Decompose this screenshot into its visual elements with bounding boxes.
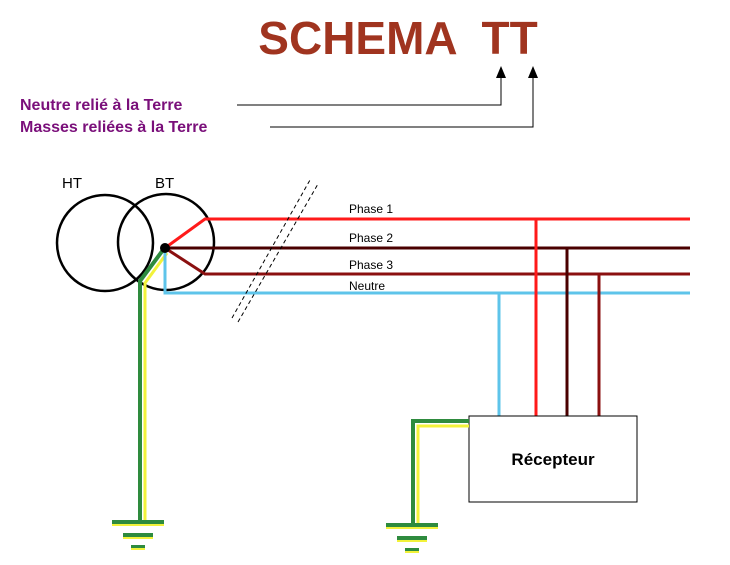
label-neutral: Neutre (349, 279, 385, 293)
earth-symbol-receiver (386, 523, 438, 553)
earth-symbol-source (112, 520, 164, 550)
legend-masses-earthed: Masses reliées à la Terre (20, 119, 207, 136)
phase-2-line (165, 246, 690, 416)
transformer-primary-winding (55, 193, 155, 293)
line-break-symbol (231, 179, 319, 323)
legend-neutral-earthed: Neutre relié à la Terre (20, 97, 183, 114)
receiver-earth-conductor (411, 419, 469, 524)
receiver-box (468, 415, 638, 503)
label-phase-1: Phase 1 (349, 202, 393, 216)
neutral-line (163, 250, 690, 416)
legend-arrow-second-t (270, 66, 538, 128)
phase-1-line (164, 217, 690, 416)
label-ht: HT (62, 175, 82, 192)
receiver-label: Récepteur (511, 450, 595, 469)
phase-3-line (164, 246, 690, 416)
label-phase-2: Phase 2 (349, 231, 393, 245)
page-title: SCHEMA TT (258, 12, 537, 64)
label-phase-3: Phase 3 (349, 258, 393, 272)
neutral-earth-conductor (138, 248, 169, 520)
legend-arrow-first-t (237, 66, 506, 106)
label-bt: BT (155, 175, 174, 192)
neutral-point-dot (160, 243, 170, 253)
